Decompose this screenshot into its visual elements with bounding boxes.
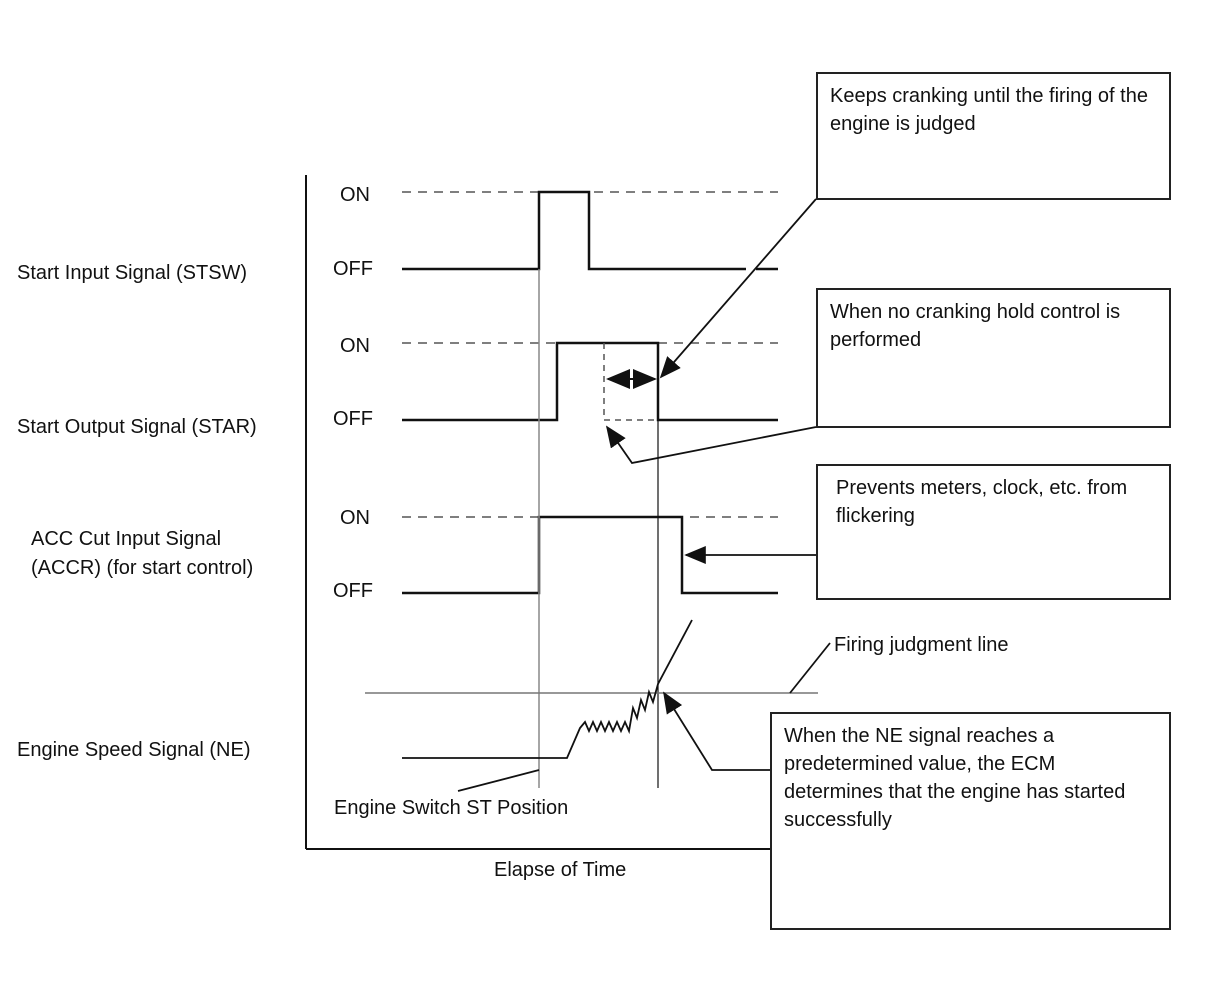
star-waveform xyxy=(402,341,778,422)
accr-off-label: OFF xyxy=(333,580,373,602)
star-on-label: ON xyxy=(340,335,370,357)
no-hold-callout: When no cranking hold control is perform… xyxy=(816,288,1171,428)
ne-waveform xyxy=(402,619,693,759)
keeps-cranking-callout: Keeps cranking until the firing of the e… xyxy=(816,72,1171,200)
firing-line-label: Firing judgment line xyxy=(834,634,1009,656)
prevents-flicker-callout: Prevents meters, clock, etc. from flicke… xyxy=(816,464,1171,600)
ne-label: Engine Speed Signal (NE) xyxy=(17,739,251,761)
keeps-cranking-leader xyxy=(659,198,817,379)
ne-reaches-leader xyxy=(663,691,770,771)
accr-label-line2: (ACCR) (for start control) xyxy=(31,557,254,579)
accr-on-label: ON xyxy=(340,507,370,529)
accr-waveform xyxy=(402,515,778,595)
stsw-label: Start Input Signal (STSW) xyxy=(17,262,248,284)
firing-line-leader xyxy=(789,642,831,694)
star-off-label: OFF xyxy=(333,408,373,430)
accr-label-line1: ACC Cut Input Signal xyxy=(31,528,222,550)
star-label: Start Output Signal (STAR) xyxy=(17,416,257,438)
ne-reaches-callout: When the NE signal reaches a predetermin… xyxy=(770,712,1171,930)
stsw-on-label: ON xyxy=(340,184,370,206)
stsw-waveform xyxy=(402,190,746,271)
time-axis-label: Elapse of Time xyxy=(494,859,627,881)
st-position-leader xyxy=(457,769,540,792)
star-no-hold-dashed xyxy=(603,343,658,421)
no-hold-leader xyxy=(605,425,817,464)
stsw-off-label: OFF xyxy=(333,258,373,280)
st-position-label: Engine Switch ST Position xyxy=(334,797,569,819)
